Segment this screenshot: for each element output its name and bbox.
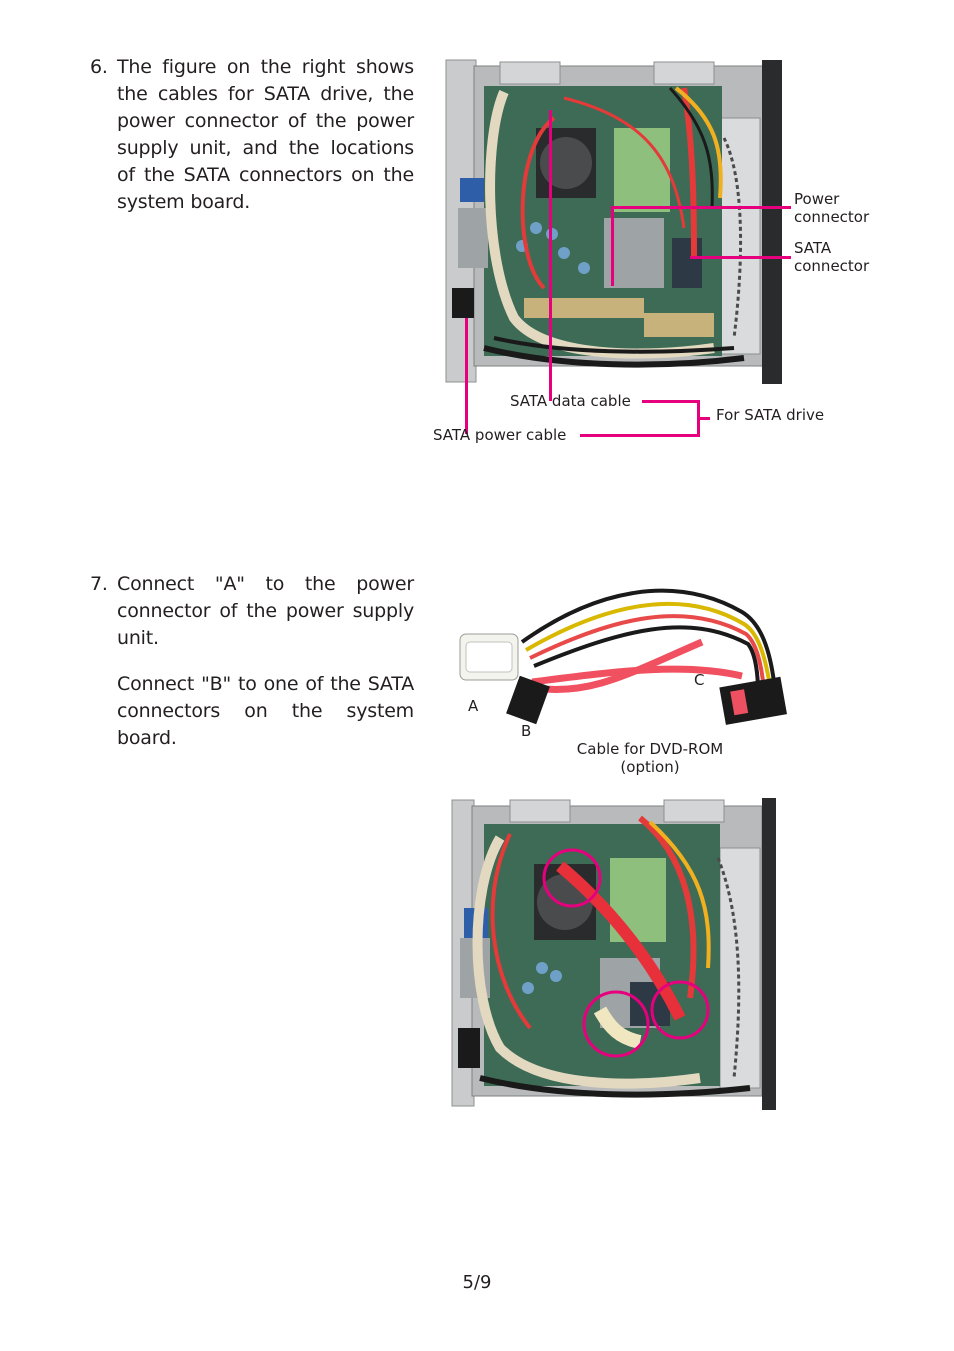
callout-line-sata-power-v [465,318,468,434]
label-a: A [468,697,479,715]
highlight-circle-power [582,990,650,1058]
label-b: B [521,722,532,740]
highlight-circle-cpu-sata [542,848,602,908]
caption-line2: (option) [620,758,680,776]
step-7-number: 7. [90,573,108,595]
callout-bracket-tick [700,417,710,420]
step-7-paragraph: 7. Connect "A" to the power connector of… [90,571,414,752]
callout-bracket-v [697,400,700,437]
chassis-photo-bottom [450,798,778,1110]
label-sata-power-cable: SATA power cable [433,426,567,444]
highlight-circles [542,848,710,1058]
highlight-circle-sata [650,980,710,1040]
label-c: C [694,671,705,689]
callout-line-sata-data-h [642,400,698,403]
step-6-text: The figure on the right shows the cables… [117,56,414,213]
step-7-text-b: Connect "B" to one of the SATA connector… [117,673,414,749]
callout-line-sata-data-v [549,110,552,401]
dvd-cable-photo [452,572,792,740]
label-power-connector-line2: connector [794,208,870,226]
chassis-photo-top [444,58,784,386]
step-6-number: 6. [90,56,108,78]
dvd-cable-caption: Cable for DVD-ROM (option) [560,740,740,776]
step-7-text-a: Connect "A" to the power connector of th… [117,573,414,649]
label-power-connector: Power connector [794,190,869,226]
callout-line-sata-conn [690,256,791,259]
label-sata-connector-line2: connector [794,257,870,275]
label-sata-connector-line1: SATA [794,239,832,257]
step-6-paragraph: 6. The figure on the right shows the cab… [90,54,414,216]
callout-line-power-h [611,206,791,209]
label-power-connector-line1: Power [794,190,840,208]
label-for-sata-drive: For SATA drive [716,406,825,424]
page-number: 5/9 [462,1272,492,1293]
callout-line-power-v [611,206,614,286]
callout-line-sata-power-h [580,434,698,437]
label-sata-connector: SATA connector [794,239,869,275]
label-sata-data-cable: SATA data cable [510,392,631,410]
caption-line1: Cable for DVD-ROM [576,740,724,758]
